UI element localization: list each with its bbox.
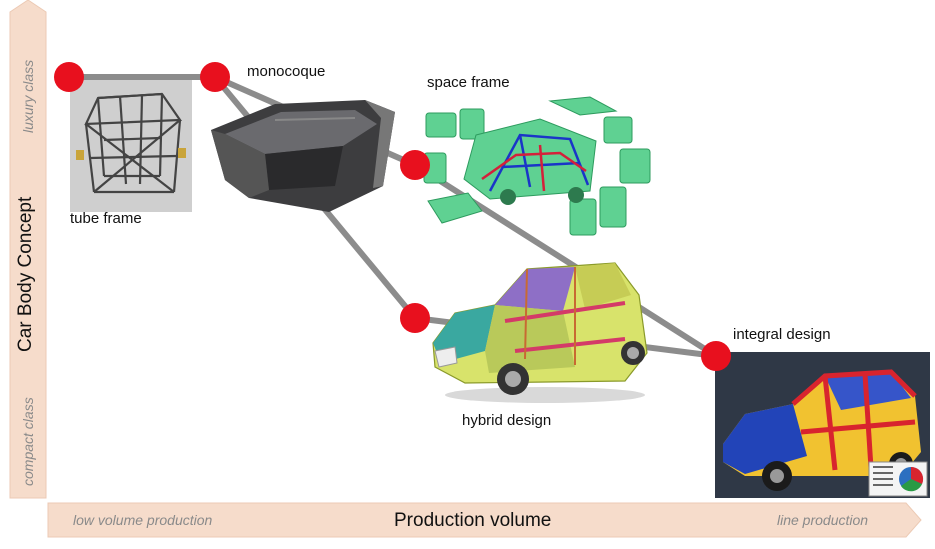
y-axis-top-label: luxury class (20, 59, 36, 133)
node-label-hybrid-design: hybrid design (462, 412, 552, 429)
integral-design-image (715, 352, 930, 498)
y-axis-arrow (9, 0, 47, 499)
y-axis-title: Car Body Concept (15, 196, 36, 352)
x-axis-left-label: low volume production (73, 512, 213, 528)
node-monocoque (200, 62, 230, 92)
node-label-integral-design: integral design (733, 326, 831, 343)
node-label-monocoque: monocoque (247, 63, 326, 80)
node-label-tube-frame: tube frame (70, 210, 142, 227)
node-integral-design (701, 341, 731, 371)
y-axis-bottom-label: compact class (20, 397, 36, 486)
x-axis-title: Production volume (394, 510, 552, 531)
node-label-space-frame: space frame (427, 74, 510, 91)
hybrid-design-image (425, 255, 655, 405)
monocoque-image (205, 90, 400, 215)
node-hybrid-design (400, 303, 430, 333)
space-frame-image (420, 95, 660, 245)
node-space-frame (400, 150, 430, 180)
tube-frame-image (70, 80, 192, 212)
x-axis-arrow (47, 502, 922, 538)
x-axis-right-label: line production (777, 512, 869, 528)
node-tube-frame (54, 62, 84, 92)
